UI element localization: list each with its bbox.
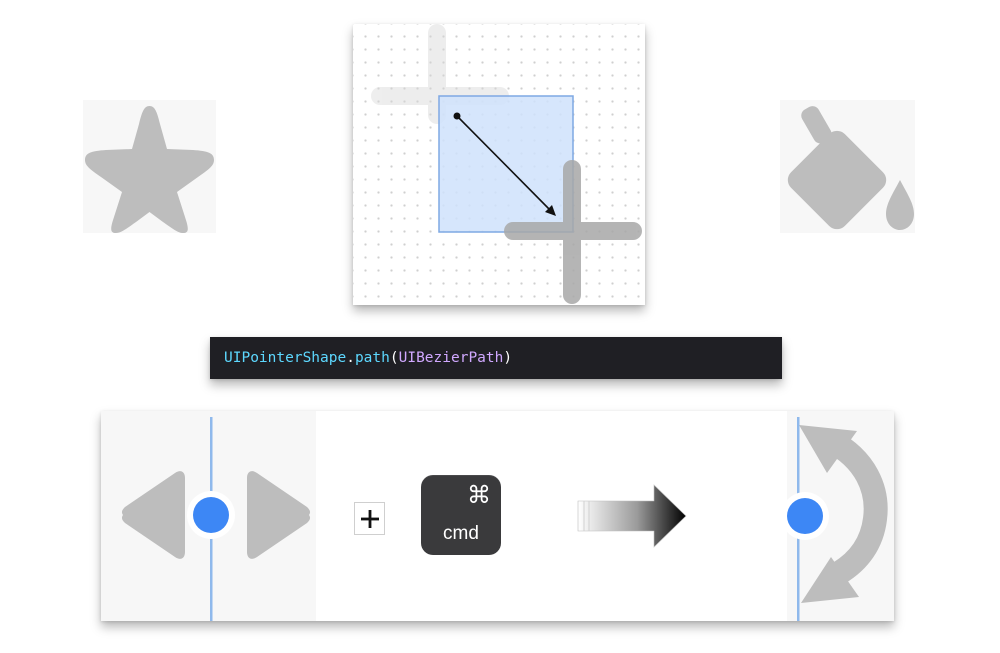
code-argument: UIBezierPath xyxy=(398,350,504,366)
paint-bucket-pointer-tile xyxy=(780,100,915,233)
rotate-zone[interactable] xyxy=(787,411,894,621)
selection-drawing xyxy=(371,24,642,304)
star-icon xyxy=(85,106,214,233)
command-key-icon: ⌘ xyxy=(467,481,491,509)
star-pointer-tile xyxy=(83,100,216,233)
code-dot: . xyxy=(346,350,355,366)
command-key-label: cmd xyxy=(443,523,479,544)
drag-selection-canvas[interactable] xyxy=(353,24,645,305)
gradient-arrow-icon xyxy=(577,484,687,548)
plus-icon xyxy=(360,509,379,528)
code-close-paren: ) xyxy=(503,350,513,366)
pointer-dot xyxy=(193,497,229,533)
horizontal-resize-zone[interactable] xyxy=(101,411,316,621)
plus-sign-box xyxy=(354,502,385,535)
horizontal-resize-icon xyxy=(121,417,311,621)
rotate-arrow-icon xyxy=(787,417,888,621)
code-method-name: path xyxy=(354,350,390,366)
rotate-pointer-dot xyxy=(787,498,823,534)
code-open-paren: ( xyxy=(389,350,399,366)
modifier-pointer-panel: ⌘ cmd xyxy=(101,411,894,621)
code-type-name: UIPointerShape xyxy=(224,350,347,366)
command-key: ⌘ cmd xyxy=(421,475,501,555)
paint-bucket-icon xyxy=(787,106,914,230)
code-snippet-banner: UIPointerShape.path(UIBezierPath) xyxy=(210,337,782,379)
crosshair-cursor-icon xyxy=(504,160,642,304)
